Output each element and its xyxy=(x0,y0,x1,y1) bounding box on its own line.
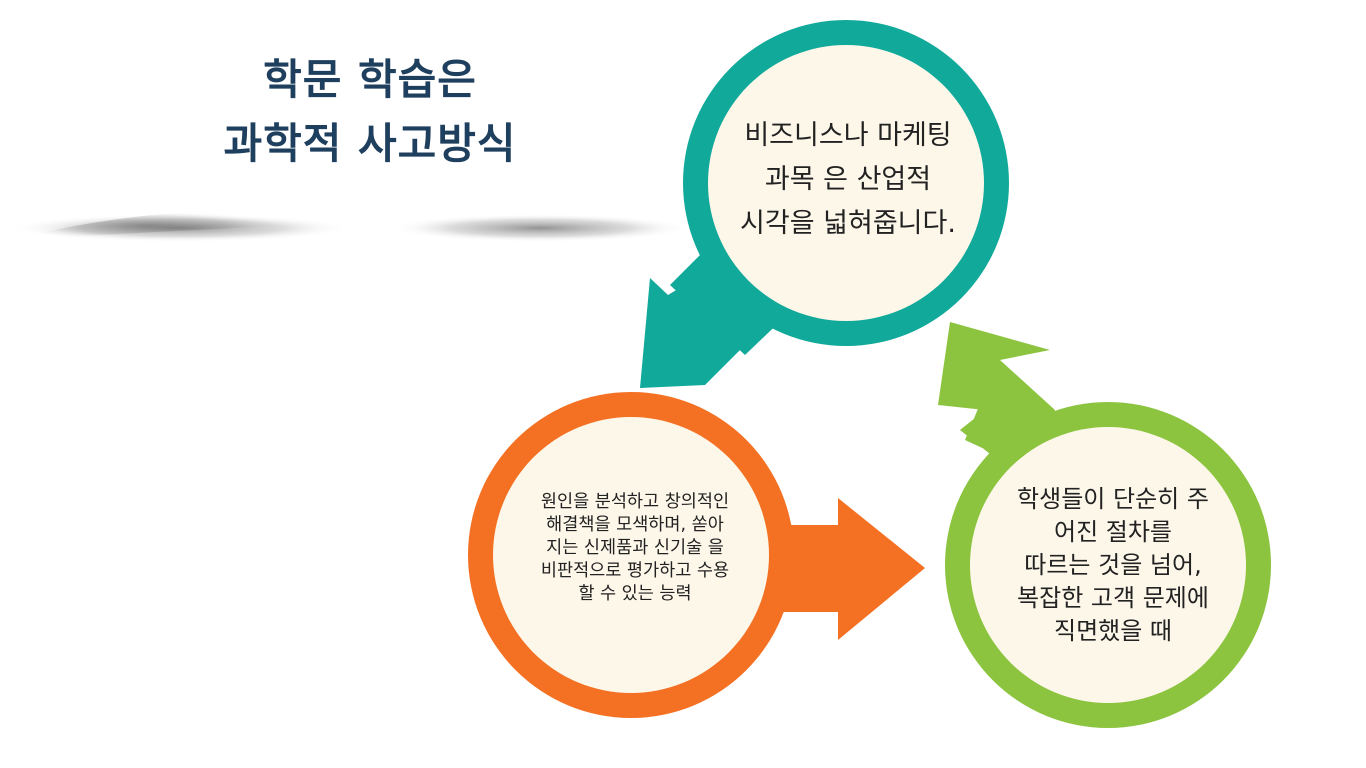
teal-circle-inner xyxy=(708,45,984,321)
teal-node-text: 비즈니스나 마케팅 과목 은 산업적 시각을 넓혀줍니다. xyxy=(708,105,988,255)
shadow-right-blur xyxy=(390,214,690,242)
green-line-4: 복잡한 고객 문제에 xyxy=(1017,583,1209,612)
orange-circle-inner xyxy=(493,417,769,693)
title-line-2: 과학적 사고방식 xyxy=(223,119,517,168)
green-line-2: 어진 절차를 xyxy=(1053,517,1173,546)
orange-line-5: 할 수 있는 능력 xyxy=(578,583,692,604)
orange-line-1: 원인을 분석하고 창의적인 xyxy=(540,491,730,512)
teal-line-2: 과목 은 산업적 xyxy=(764,164,932,195)
teal-line-3: 시각을 넓혀줍니다. xyxy=(740,208,956,239)
green-circle-inner xyxy=(970,427,1246,703)
green-line-3: 따르는 것을 넘어, xyxy=(1024,550,1202,579)
orange-arrow xyxy=(760,498,925,640)
slide-title: 학문 학습은 과학적 사고방식 xyxy=(150,48,590,176)
orange-node-text: 원인을 분석하고 창의적인 해결책을 모색하며, 쏟아 지는 신제품과 신기술 … xyxy=(500,478,770,618)
green-line-1: 학생들이 단순히 주 xyxy=(1017,484,1209,513)
green-node-text: 학생들이 단순히 주 어진 절차를 따르는 것을 넘어, 복잡한 고객 문제에 … xyxy=(968,470,1258,660)
orange-line-4: 비판적으로 평가하고 수용 xyxy=(540,560,730,581)
green-line-5: 직면했을 때 xyxy=(1053,616,1173,645)
teal-line-1: 비즈니스나 마케팅 xyxy=(744,120,952,151)
orange-line-3: 지는 신제품과 신기술 을 xyxy=(546,537,724,558)
shadow-left-blur xyxy=(10,214,350,242)
orange-line-2: 해결책을 모색하며, 쏟아 xyxy=(546,514,724,535)
title-line-1: 학문 학습은 xyxy=(263,55,477,104)
